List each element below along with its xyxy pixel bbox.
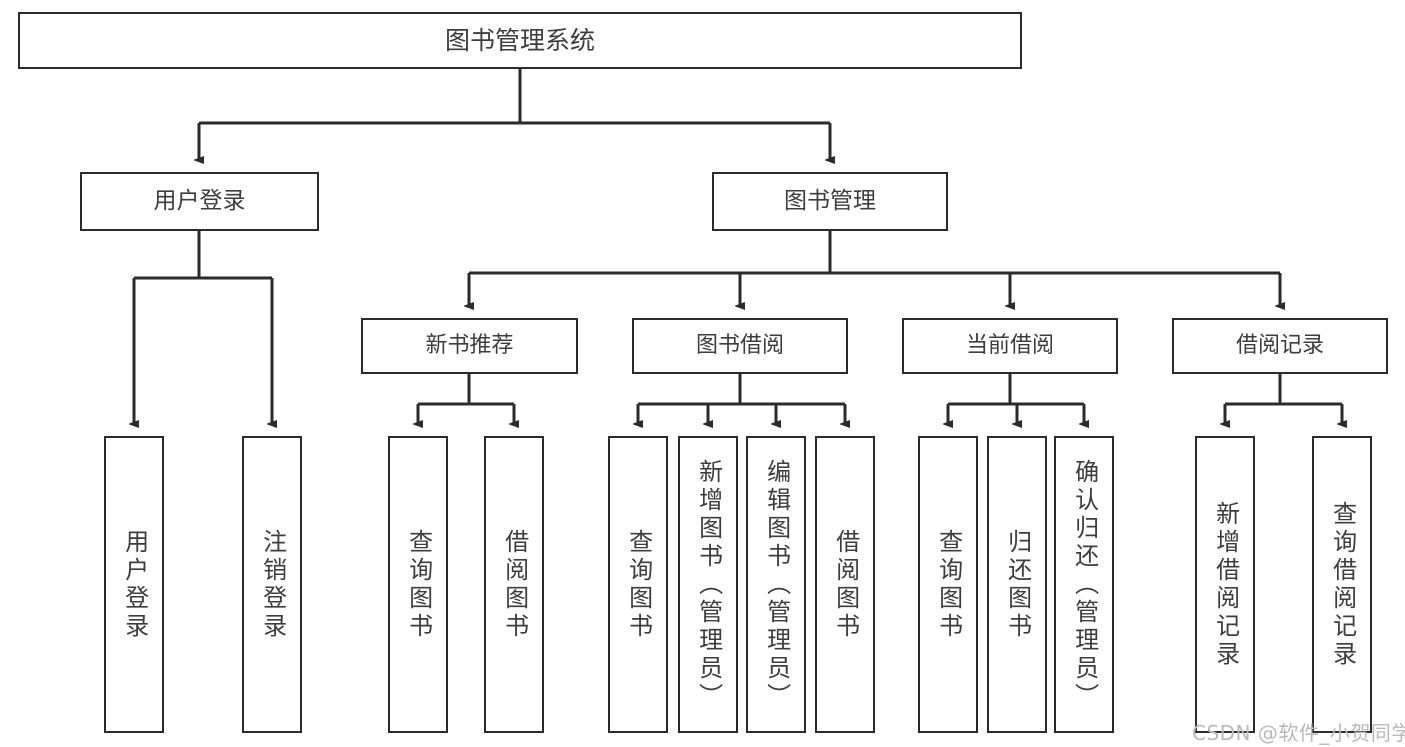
- node-leaf-label: 归还图书: [1003, 528, 1032, 641]
- node-leaf-label: 查询图书: [624, 528, 653, 641]
- node-leaf-borrow-book-b[interactable]: 借阅图书: [815, 436, 875, 733]
- node-leaf-edit-book-admin[interactable]: 编辑图书（管理员）: [746, 436, 806, 733]
- node-leaf-query-book-c[interactable]: 查询图书: [918, 436, 978, 733]
- node-current-borrow[interactable]: 当前借阅: [902, 318, 1118, 374]
- node-leaf-label: 注销登录: [258, 528, 287, 641]
- node-leaf-label: 查询图书: [934, 528, 963, 641]
- node-current-borrow-label: 当前借阅: [965, 333, 1054, 359]
- node-new-book-recommend-label: 新书推荐: [425, 333, 514, 359]
- node-leaf-add-book-admin[interactable]: 新增图书（管理员）: [678, 436, 738, 733]
- node-leaf-query-book-b[interactable]: 查询图书: [608, 436, 668, 733]
- node-root[interactable]: 图书管理系统: [18, 12, 1022, 69]
- node-leaf-label: 用户登录: [120, 528, 149, 641]
- node-leaf-label: 新增借阅记录: [1211, 500, 1240, 669]
- node-leaf-query-borrow-record[interactable]: 查询借阅记录: [1312, 436, 1372, 733]
- node-leaf-user-login[interactable]: 用户登录: [104, 436, 164, 733]
- node-root-label: 图书管理系统: [444, 25, 595, 55]
- node-book-borrow-label: 图书借阅: [695, 333, 784, 359]
- node-book-management[interactable]: 图书管理: [712, 172, 948, 231]
- node-leaf-query-book-a[interactable]: 查询图书: [388, 436, 448, 733]
- node-book-borrow[interactable]: 图书借阅: [632, 318, 848, 374]
- node-new-book-recommend[interactable]: 新书推荐: [361, 318, 578, 374]
- node-user-login-label: 用户登录: [153, 187, 246, 214]
- node-leaf-confirm-return-admin[interactable]: 确认归还（管理员）: [1054, 436, 1114, 733]
- node-user-login[interactable]: 用户登录: [80, 172, 319, 231]
- node-leaf-logout[interactable]: 注销登录: [242, 436, 302, 733]
- node-leaf-label: 编辑图书（管理员）: [762, 458, 791, 711]
- node-leaf-return-book[interactable]: 归还图书: [987, 436, 1047, 733]
- node-borrow-records[interactable]: 借阅记录: [1172, 318, 1388, 374]
- csdn-watermark: CSDN @软件_小贺同学: [1192, 721, 1405, 745]
- node-leaf-label: 借阅图书: [500, 528, 529, 641]
- node-book-management-label: 图书管理: [784, 187, 876, 214]
- node-leaf-borrow-book-a[interactable]: 借阅图书: [484, 436, 544, 733]
- node-leaf-label: 查询借阅记录: [1328, 500, 1357, 669]
- node-leaf-label: 确认归还（管理员）: [1070, 458, 1099, 711]
- node-leaf-label: 新增图书（管理员）: [694, 458, 723, 711]
- node-leaf-label: 查询图书: [404, 528, 433, 641]
- node-borrow-records-label: 借阅记录: [1235, 333, 1324, 359]
- node-leaf-label: 借阅图书: [831, 528, 860, 641]
- node-leaf-add-borrow-record[interactable]: 新增借阅记录: [1195, 436, 1255, 733]
